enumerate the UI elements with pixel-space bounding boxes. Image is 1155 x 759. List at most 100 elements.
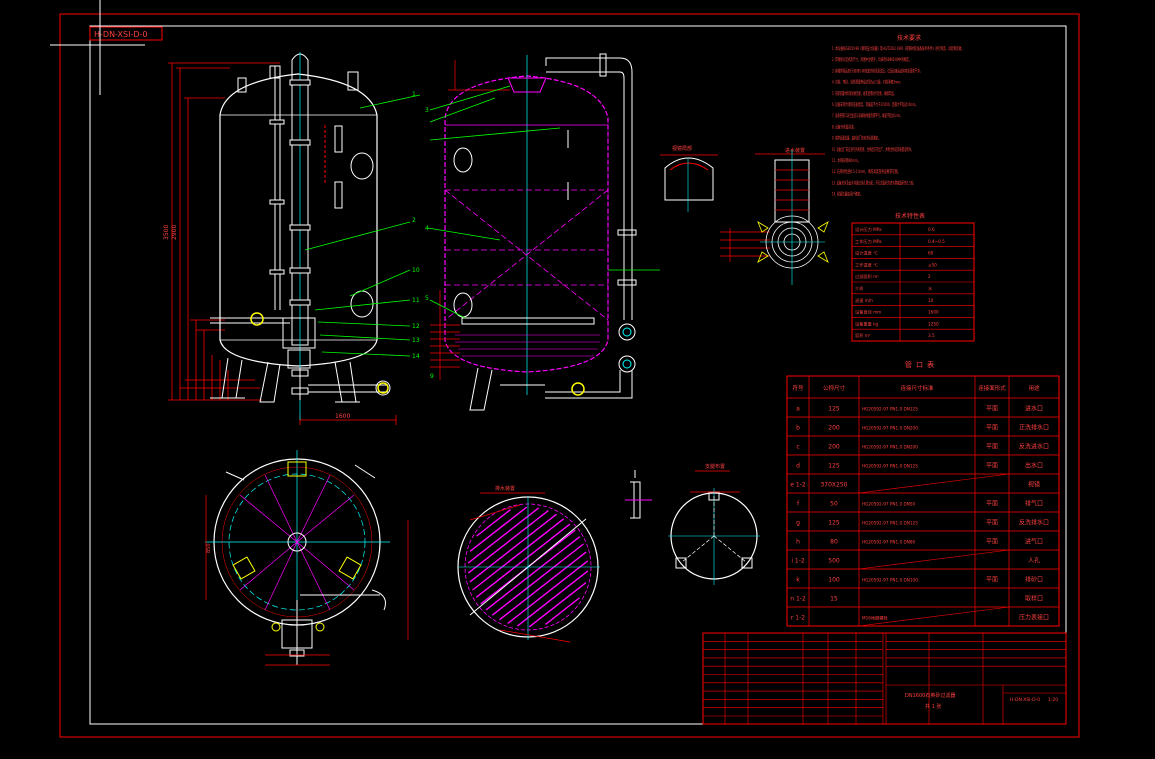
spec-label: 设备重量 kg: [855, 320, 879, 327]
part-number-1: 1: [412, 91, 416, 98]
note-line: 1. 本设备按GB150-98《钢制压力容器》及HG/T2022-1991《碳钢…: [832, 45, 964, 52]
technical-notes: 技术要求 1. 本设备按GB150-98《钢制压力容器》及HG/T2022-19…: [832, 34, 964, 198]
nozzle-header: 连接尺寸标准: [900, 384, 934, 392]
part-number-5: 5: [425, 295, 429, 302]
spec-label: 设计压力 MPa: [855, 226, 882, 233]
section-view: 3 4 5 9: [425, 53, 660, 411]
nozzle-cell: 平面: [986, 539, 998, 546]
nozzle-cell: 370X250: [820, 482, 847, 489]
dim-shell-height: 2900: [171, 225, 178, 240]
drain-lateral: [545, 597, 580, 625]
spec-value: 10: [928, 298, 934, 303]
part-number-2: 2: [412, 217, 416, 224]
drain-lateral: [485, 536, 581, 611]
nozzle-cell: 125: [828, 520, 840, 527]
note-line: 9. 铭牌设置位置，由制造厂按有关标准确定。: [832, 135, 880, 142]
drain-lateral: [475, 523, 571, 598]
note-line: 12. 石英砂粒径0.5-1.0mm，填充高度及各层要求见图。: [832, 168, 900, 175]
nozzle-cell: 平面: [986, 501, 998, 508]
part-number-12: 12: [412, 323, 420, 330]
nozzle-cell: 500: [828, 558, 840, 565]
nozzle-cell: n 1-2: [790, 596, 806, 603]
nozzle-header: 连接面形式: [978, 384, 1006, 392]
nozzle-cell: 200: [828, 425, 840, 432]
nozzle-cell: HG20592-97 PN1.0 DN200: [862, 426, 918, 431]
spec-label: 容积 m³: [855, 332, 871, 339]
title-block-scale: 1:20: [1048, 697, 1058, 703]
spec-label: 设计温度 ℃: [855, 250, 878, 257]
note-line: 6. 设备安装时须保证垂直度，其偏差不大于1/1000，且最大不超过10mm。: [832, 101, 918, 108]
nozzle-cell: 正洗排水口: [1019, 424, 1049, 432]
spec-label: 设备直径 mm: [855, 309, 881, 316]
nozzle-cell: 100: [828, 577, 840, 584]
title-block-name: DN1600石英砂过滤器: [905, 692, 955, 699]
drain-lateral: [476, 509, 511, 537]
nozzle-cell: 进水口: [1025, 405, 1043, 413]
dim-overall-height: 3500: [163, 225, 170, 240]
nozzle-cell: 125: [828, 463, 840, 470]
nozzle-cell: g: [796, 520, 800, 527]
spec-value: 0.4~0.5: [928, 239, 945, 244]
nozzle-cell: f: [797, 501, 800, 508]
spec-label: 工作压力 MPa: [855, 238, 882, 245]
nozzle-cell: 进气口: [1025, 538, 1043, 546]
nozzle-cell: c: [796, 444, 799, 451]
part-number-11: 11: [412, 297, 420, 304]
note-line: 13. 设备进水及出水均通过多孔管分配，开孔总面积为进水管截面积的1.5倍。: [832, 179, 916, 186]
nozzle-table-title: 管口表: [905, 360, 938, 369]
nozzle-cell: h: [796, 539, 800, 546]
spec-label: 滤速 m/h: [855, 297, 873, 304]
spec-value: 3.5: [928, 333, 935, 338]
nozzle-cell: 平面: [986, 463, 998, 470]
nozzle-cell: HG20592-97 PN1.0 DN100: [862, 578, 918, 583]
part-number-4: 4: [425, 225, 429, 232]
dim-diameter: 1600: [335, 413, 350, 420]
spec-value: 2: [928, 274, 931, 279]
nozzle-cell: 80: [830, 539, 838, 546]
note-line: 14. 视镜位置由用户确定。: [832, 191, 863, 198]
detail-leg-layout: 支腿布置: [668, 463, 760, 585]
front-elevation-view: 3500 2900 1600: [163, 52, 421, 425]
dim-plan-a: 850: [206, 543, 212, 553]
drain-lateral: [472, 518, 565, 591]
nozzle-header: 符号: [792, 384, 804, 392]
nozzle-cell: 反洗排水口: [1019, 519, 1049, 527]
part-number-3: 3: [425, 107, 429, 114]
nozzle-cell: 15: [830, 596, 838, 603]
note-line: 11. 水帽间距80mm。: [832, 157, 861, 164]
part-number-13: 13: [412, 337, 420, 344]
nozzle-cell: HG20592-97 PN1.0 DN200: [862, 445, 918, 450]
nozzle-cell: 排砂口: [1025, 576, 1043, 584]
drain-lateral: [469, 506, 528, 552]
nozzle-cell: b: [796, 425, 800, 432]
part-number-14: 14: [412, 353, 420, 360]
nozzle-cell: i 1-2: [791, 558, 805, 565]
part-number-9: 9: [430, 373, 434, 380]
note-line: 5. 内部装置材料及规格见图，组装后需进行检查，确保牢固。: [832, 90, 896, 97]
nozzle-cell: HG20592-97 PN1.0 DN125: [862, 407, 918, 412]
crosshair-cursor: [50, 0, 145, 95]
nozzle-header: 公称尺寸: [823, 384, 846, 392]
drain-lateral: [507, 560, 589, 625]
nozzle-cell: 50: [830, 501, 838, 508]
spec-value: 水: [928, 285, 933, 291]
title-block-drawing-no: H-DN-XSI-D-0: [1010, 697, 1040, 703]
nozzle-cell: r 1-2: [791, 615, 805, 622]
drain-lateral: [516, 570, 589, 627]
spec-label: 过滤面积 m²: [855, 273, 879, 280]
title-block: DN1600石英砂过滤器 共 1 张 H-DN-XSI-D-0 1:20: [702, 632, 1067, 725]
title-block-sheet: 共 1 张: [925, 703, 941, 710]
spec-value: 1600: [928, 310, 939, 315]
spec-value: 60: [928, 251, 934, 256]
nozzle-cell: 压力表接口: [1019, 614, 1049, 622]
drain-lateral: [499, 551, 587, 621]
nozzle-cell: 平面: [986, 520, 998, 527]
nozzle-cell: HG20592-97 PN1.0 DN125: [862, 464, 918, 469]
spec-value: 1250: [928, 321, 939, 326]
nozzle-cell: M16地脚螺栓: [862, 615, 889, 622]
nozzle-cell: e 1-2: [790, 482, 806, 489]
nozzle-cell: 出水口: [1025, 462, 1043, 470]
